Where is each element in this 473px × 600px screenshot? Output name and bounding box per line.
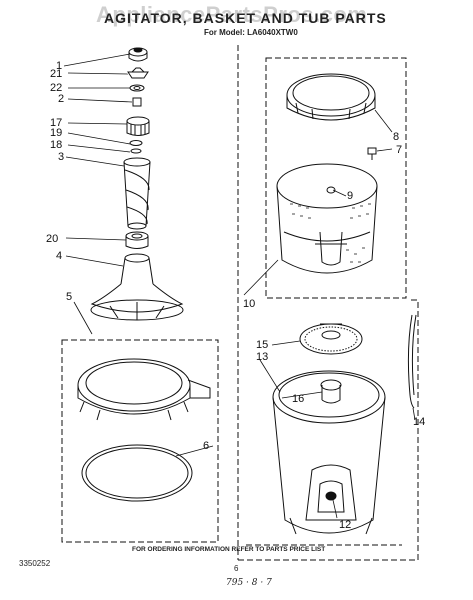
mounting-bolt — [367, 147, 377, 160]
diagram-title: AGITATOR, BASKET AND TUB PARTS — [104, 10, 387, 26]
handwritten-stamp: 795 · 8 · 7 — [226, 578, 272, 588]
bearing-clip — [129, 140, 143, 154]
leader-lines — [63, 53, 416, 519]
callout-4: 4 — [56, 250, 62, 262]
ring-group-frame — [61, 339, 219, 543]
model-subtitle: For Model: LA6040XTW0 — [204, 28, 298, 37]
tub-ring — [77, 358, 211, 421]
auger-body — [123, 157, 151, 230]
agitator-barrel — [90, 253, 184, 321]
watermark: AppliancePartsPros.com — [96, 2, 368, 27]
callout-10: 10 — [243, 298, 255, 310]
callout-17: 17 — [50, 117, 62, 129]
callout-19: 19 — [50, 127, 62, 139]
ratchet-assembly — [126, 116, 150, 136]
ordering-note: FOR ORDERING INFORMATION REFER TO PARTS … — [132, 546, 326, 553]
callout-18: 18 — [50, 139, 62, 151]
callout-labels: 1 21 22 2 17 19 18 3 20 4 5 6 8 7 9 10 1… — [46, 60, 425, 531]
callout-20: 20 — [46, 233, 58, 245]
dogs-retainer — [127, 67, 149, 79]
agitator-cap — [128, 47, 148, 62]
page-number: 6 — [234, 564, 239, 573]
callout-8: 8 — [393, 131, 399, 143]
callout-16: 16 — [292, 393, 304, 405]
tub-bearing-ring — [299, 323, 363, 355]
callout-12: 12 — [339, 519, 351, 531]
drain-hose — [407, 314, 417, 409]
spacer — [132, 97, 142, 107]
callout-14: 14 — [413, 416, 425, 428]
callout-1: 1 — [56, 60, 62, 72]
spin-basket — [276, 163, 378, 274]
callout-15: 15 — [256, 339, 268, 351]
basket-group-frame — [265, 57, 407, 299]
tub-group-frame — [237, 45, 419, 561]
callout-5: 5 — [66, 291, 72, 303]
callout-22: 22 — [50, 82, 62, 94]
drive-bearing — [125, 231, 149, 249]
tub-seal-ring — [81, 444, 193, 502]
balance-ring — [286, 73, 376, 121]
seal-ring — [129, 84, 145, 92]
callout-6: 6 — [203, 440, 209, 452]
callout-2: 2 — [58, 93, 64, 105]
callout-13: 13 — [256, 351, 268, 363]
callout-21: 21 — [50, 68, 62, 80]
outer-tub — [272, 370, 386, 535]
part-code: 3350252 — [19, 559, 51, 568]
callout-7: 7 — [396, 144, 402, 156]
basket-perforations — [290, 203, 371, 263]
callout-9: 9 — [347, 190, 353, 202]
callout-3: 3 — [58, 151, 64, 163]
